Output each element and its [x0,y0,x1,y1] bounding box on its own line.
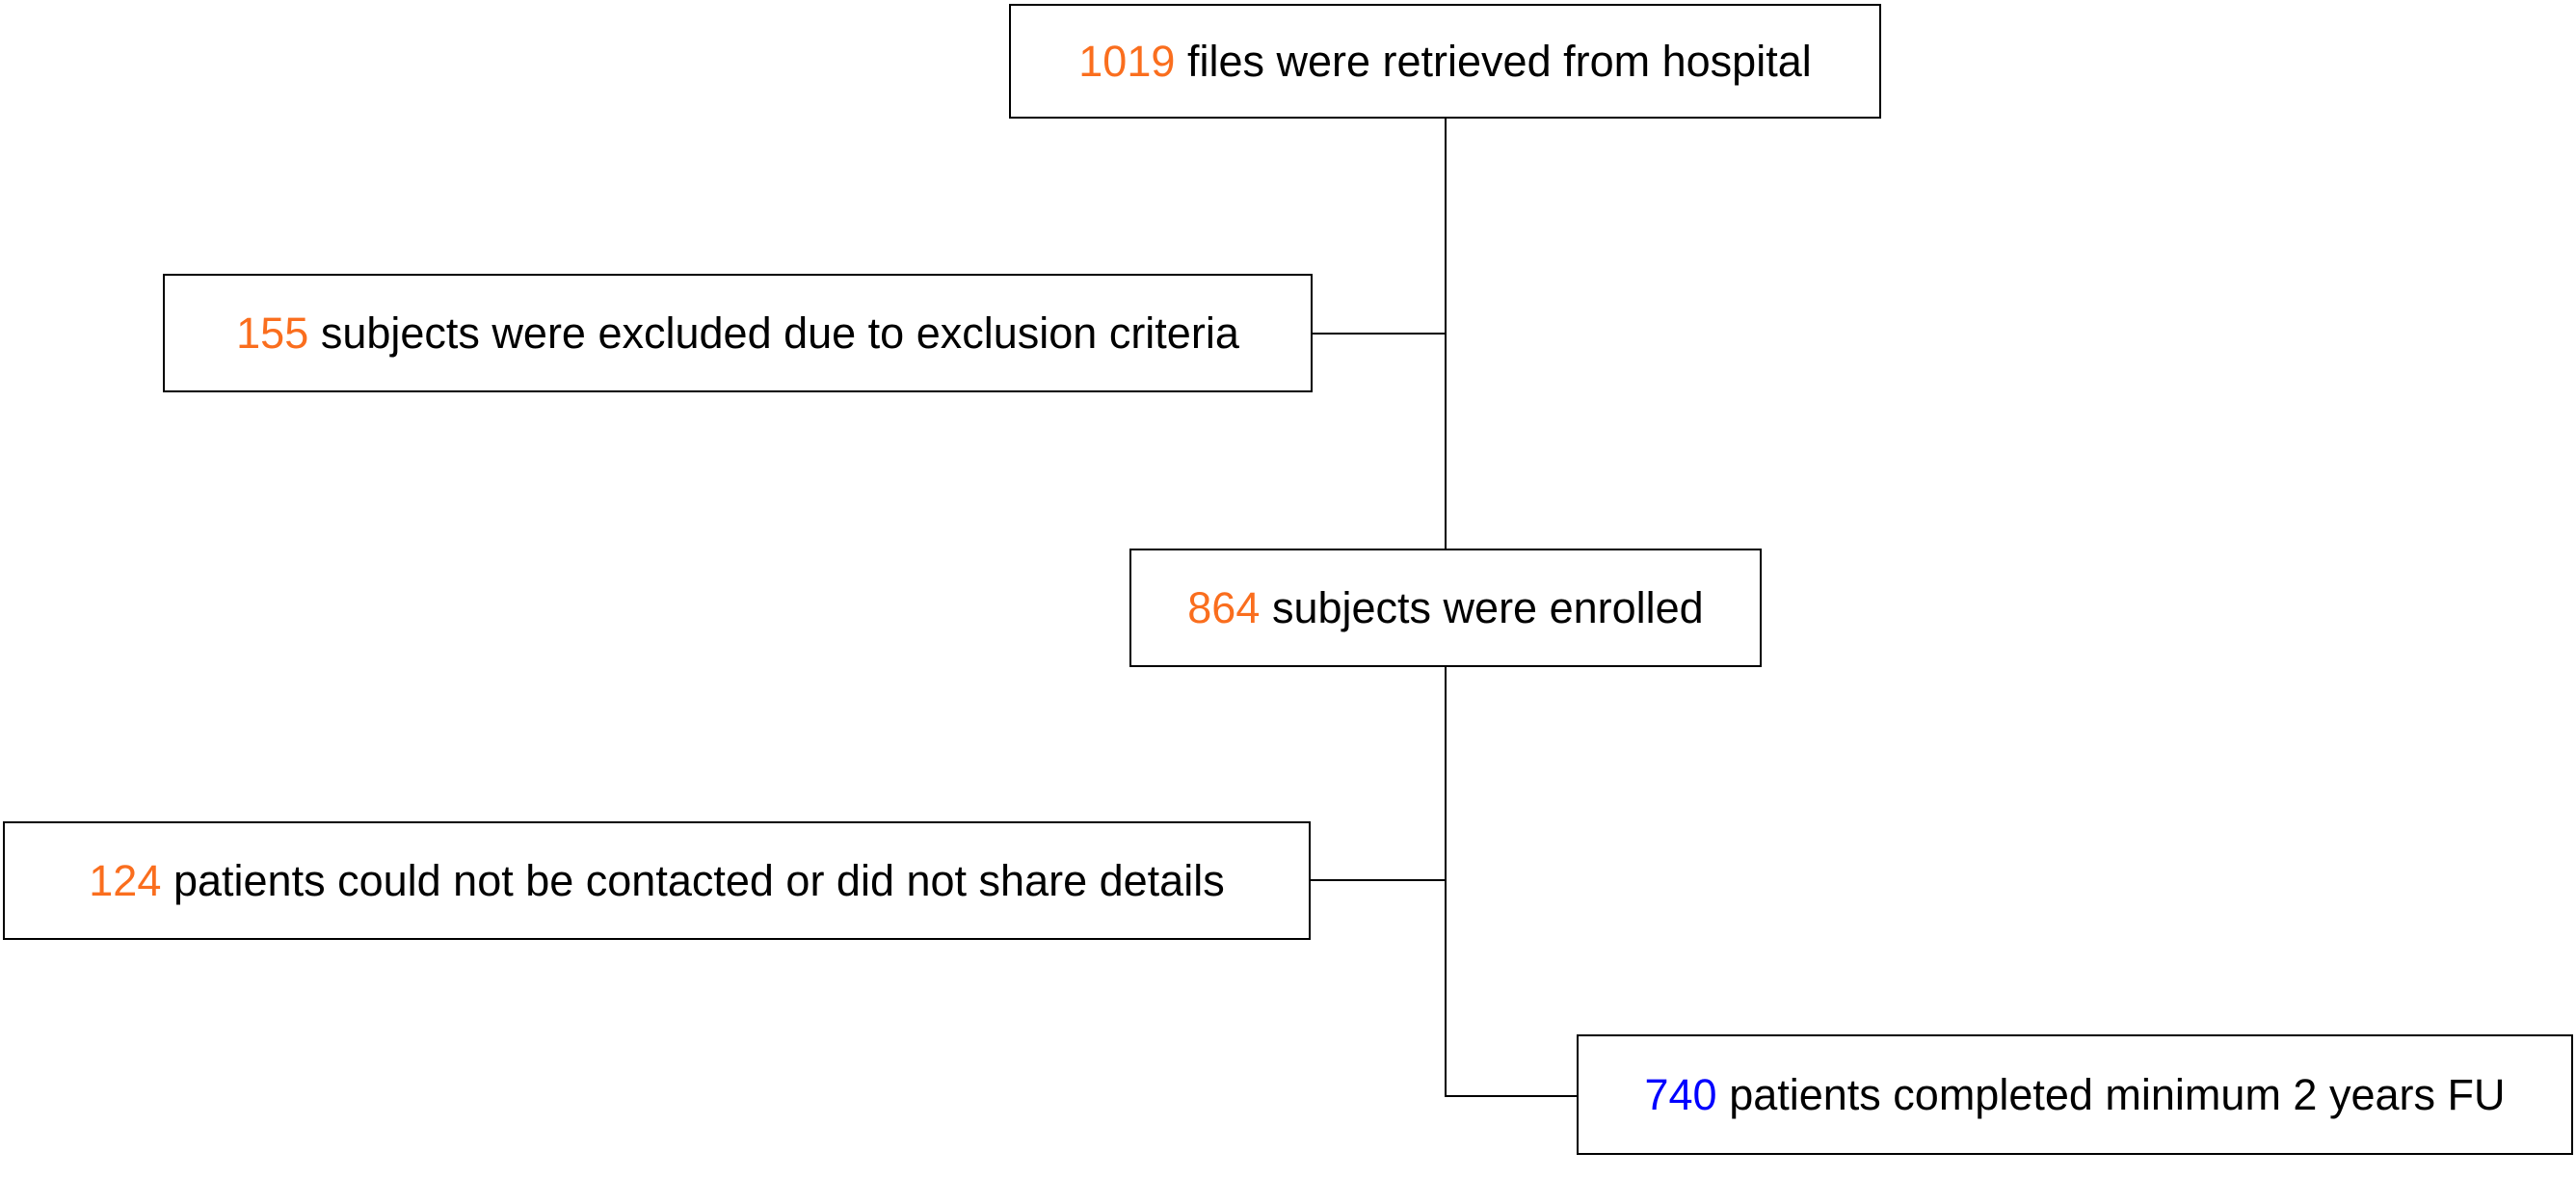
completed-count: 740 [1644,1069,1717,1119]
completed-label: patients completed minimum 2 years FU [1729,1069,2506,1119]
uncontacted-count: 124 [89,855,162,905]
connector-uncontacted-branch [1311,879,1446,881]
node-patients-not-contacted: 124 patients could not be contacted or d… [3,821,1311,940]
excluded-label: subjects were excluded due to exclusion … [320,308,1239,358]
node-files-retrieved: 1019 files were retrieved from hospital [1009,4,1881,119]
uncontacted-label: patients could not be contacted or did n… [173,855,1225,905]
enrolled-count: 864 [1187,582,1261,632]
retrieved-label: files were retrieved from hospital [1186,36,1812,86]
node-subjects-enrolled: 864 subjects were enrolled [1129,549,1762,667]
node-patients-completed-followup: 740 patients completed minimum 2 years F… [1577,1034,2573,1155]
retrieved-count: 1019 [1078,36,1176,86]
connector-completed-elbow [1445,1095,1578,1097]
excluded-count: 155 [236,308,309,358]
node-subjects-excluded: 155 subjects were excluded due to exclus… [163,274,1313,392]
connector-excluded-branch [1313,333,1446,335]
enrolled-label: subjects were enrolled [1271,582,1704,632]
